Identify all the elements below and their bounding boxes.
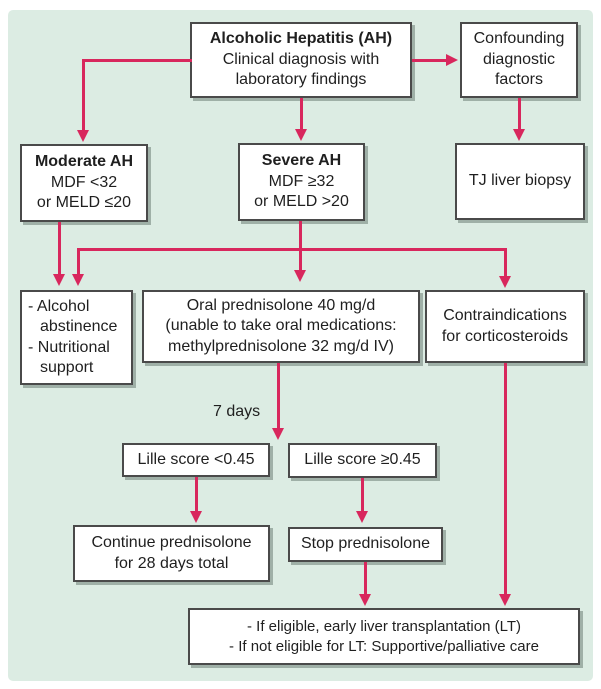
node-line: Lille score <0.45 <box>137 450 255 468</box>
node-alcoholic-hepatitis: Alcoholic Hepatitis (AH) Clinical diagno… <box>190 22 412 98</box>
arrow-lille-high-to-stop <box>361 478 364 511</box>
arrow-confounding-to-biopsy <box>518 98 521 129</box>
node-liver-transplantation: - If eligible, early liver transplantati… <box>188 608 580 665</box>
node-stop-prednisolone: Stop prednisolone <box>288 527 443 562</box>
arrowhead-right-icon <box>446 54 458 66</box>
arrowhead-down-icon <box>359 594 371 606</box>
node-continue-prednisolone: Continue prednisolone for 28 days total <box>73 525 270 582</box>
node-line: for corticosteroids <box>441 327 569 345</box>
node-lille-score-high: Lille score ≥0.45 <box>288 443 437 478</box>
node-line: TJ liver biopsy <box>468 172 572 190</box>
node-line: - If not eligible for LT: Supportive/pal… <box>229 637 539 655</box>
arrowhead-down-icon <box>499 594 511 606</box>
arrowhead-down-icon <box>272 428 284 440</box>
node-supportive-measures: - Alcohol abstinence - Nutritional suppo… <box>20 290 133 385</box>
node-line: - Nutritional <box>28 338 110 356</box>
node-line: Oral prednisolone 40 mg/d <box>186 296 376 314</box>
node-line: MDF <32 <box>50 173 118 191</box>
node-title: Alcoholic Hepatitis (AH) <box>209 30 393 48</box>
node-lille-score-low: Lille score <0.45 <box>122 443 270 477</box>
node-confounding-factors: Confounding diagnostic factors <box>460 22 578 98</box>
arrow-lille-low-to-continue <box>195 477 198 511</box>
arrowhead-down-icon <box>190 511 202 523</box>
node-line: - If eligible, early liver transplantati… <box>247 618 521 636</box>
arrow-moderate-to-supportive <box>58 222 61 274</box>
arrow-contraindications-to-transplant <box>504 363 507 594</box>
node-line: abstinence <box>40 318 118 336</box>
arrowhead-down-icon <box>356 511 368 523</box>
node-line: diagnostic <box>482 50 556 68</box>
arrowhead-down-icon <box>77 130 89 142</box>
node-line: Clinical diagnosis with <box>222 50 380 68</box>
arrow-branch-to-contraindications <box>504 248 507 276</box>
node-line: for 28 days total <box>114 554 229 572</box>
node-line: - Alcohol <box>28 297 90 315</box>
node-line: or MELD >20 <box>254 193 349 211</box>
node-prednisolone-therapy: Oral prednisolone 40 mg/d (unable to tak… <box>142 290 420 363</box>
node-moderate-ah: Moderate AH MDF <32 or MELD ≤20 <box>20 144 148 222</box>
arrowhead-down-icon <box>53 274 65 286</box>
arrowhead-down-icon <box>499 276 511 288</box>
node-line: or MELD ≤20 <box>36 194 132 212</box>
node-line: Continue prednisolone <box>91 534 252 552</box>
node-title: Severe AH <box>261 152 342 170</box>
node-line: (unable to take oral medications: <box>165 317 397 335</box>
arrow-prednisolone-to-lille <box>277 363 280 428</box>
node-line: factors <box>494 71 543 89</box>
arrow-ah-to-severe <box>300 98 303 129</box>
arrow-ah-to-confounding <box>412 59 446 62</box>
arrow-stop-to-transplant <box>364 562 367 594</box>
arrow-branch-to-supportive <box>77 248 80 274</box>
node-line: laboratory findings <box>235 71 367 89</box>
branch-line <box>77 248 506 251</box>
node-line: MDF ≥32 <box>268 172 335 190</box>
arrowhead-down-icon <box>294 270 306 282</box>
duration-label: 7 days <box>213 403 261 420</box>
node-line: methylprednisolone 32 mg/d IV) <box>168 337 394 355</box>
node-line: support <box>40 358 94 376</box>
node-line: Confounding <box>473 30 565 48</box>
arrow-ah-to-moderate <box>82 59 85 130</box>
node-title: Moderate AH <box>34 153 134 171</box>
arrowhead-down-icon <box>72 274 84 286</box>
node-line: Contraindications <box>443 307 567 325</box>
arrow-ah-to-moderate <box>83 59 192 62</box>
node-line: Lille score ≥0.45 <box>304 451 421 469</box>
node-tj-liver-biopsy: TJ liver biopsy <box>455 143 585 220</box>
node-contraindications: Contraindications for corticosteroids <box>425 290 585 363</box>
node-severe-ah: Severe AH MDF ≥32 or MELD >20 <box>238 143 365 221</box>
arrowhead-down-icon <box>513 129 525 141</box>
arrowhead-down-icon <box>295 129 307 141</box>
arrow-severe-to-prednisolone <box>299 221 302 271</box>
node-line: Stop prednisolone <box>301 535 430 553</box>
